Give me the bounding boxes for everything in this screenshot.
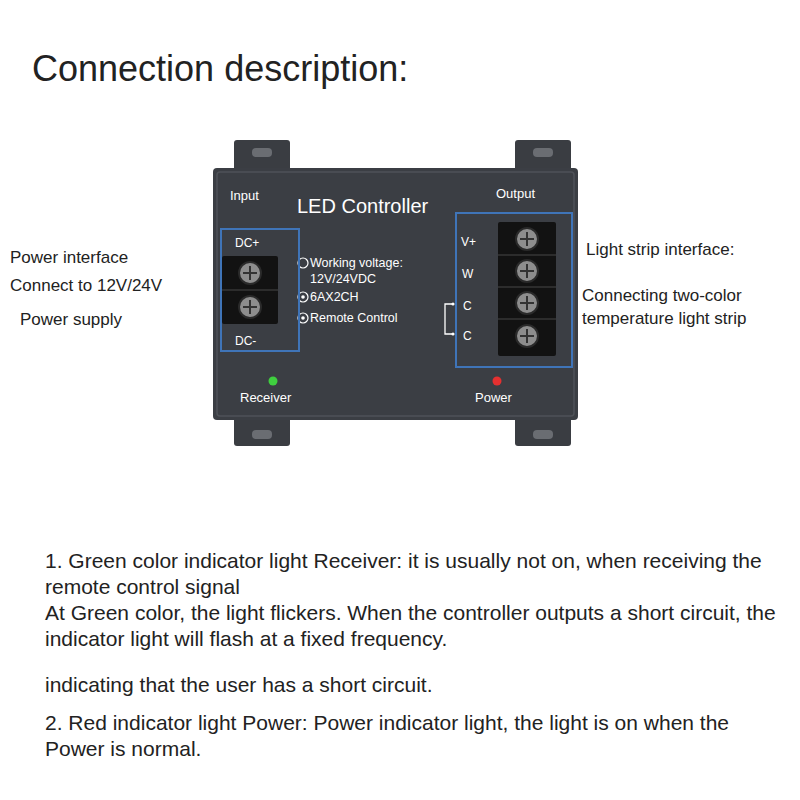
note-text: indicating that the user has a short cir… (45, 672, 780, 698)
note-text: 2. Red indicator light Power: Power indi… (45, 710, 780, 763)
panel-text: Receiver (240, 390, 291, 405)
callout-text: Power interface (10, 248, 128, 268)
panel-text: Input (230, 188, 259, 203)
page-title: Connection description: (32, 48, 408, 90)
panel-text: Working voltage: 12V/24VDC (310, 256, 428, 287)
panel-text: LED Controller (297, 195, 428, 218)
callout-text: Connecting two-color temperature light s… (582, 285, 767, 331)
panel-text: V+ (461, 235, 476, 249)
callout-text: Light strip interface: (586, 240, 734, 260)
output-terminal-box: V+ W C C (455, 212, 573, 368)
panel-text: C (463, 329, 472, 343)
note-text: 1. Green color indicator light Receiver:… (45, 548, 780, 601)
panel-text: DC- (235, 334, 256, 348)
panel-text: W (462, 267, 473, 281)
panel-text: 6AX2CH (310, 290, 359, 304)
input-terminal-box: DC+ DC- (220, 228, 300, 352)
controller-housing: Input LED Controller OutputWorking voltage… (213, 168, 578, 420)
panel-text: Remote Control (310, 311, 398, 325)
panel-text: Output (496, 186, 535, 201)
callout-text: Connect to 12V/24V (10, 276, 162, 296)
panel-text: Power (475, 390, 512, 405)
callout-text: Power supply (20, 310, 122, 330)
note-text: At Green color, the light flickers. When… (45, 600, 780, 653)
panel-text: C (463, 299, 472, 313)
panel-text: DC+ (235, 236, 259, 250)
